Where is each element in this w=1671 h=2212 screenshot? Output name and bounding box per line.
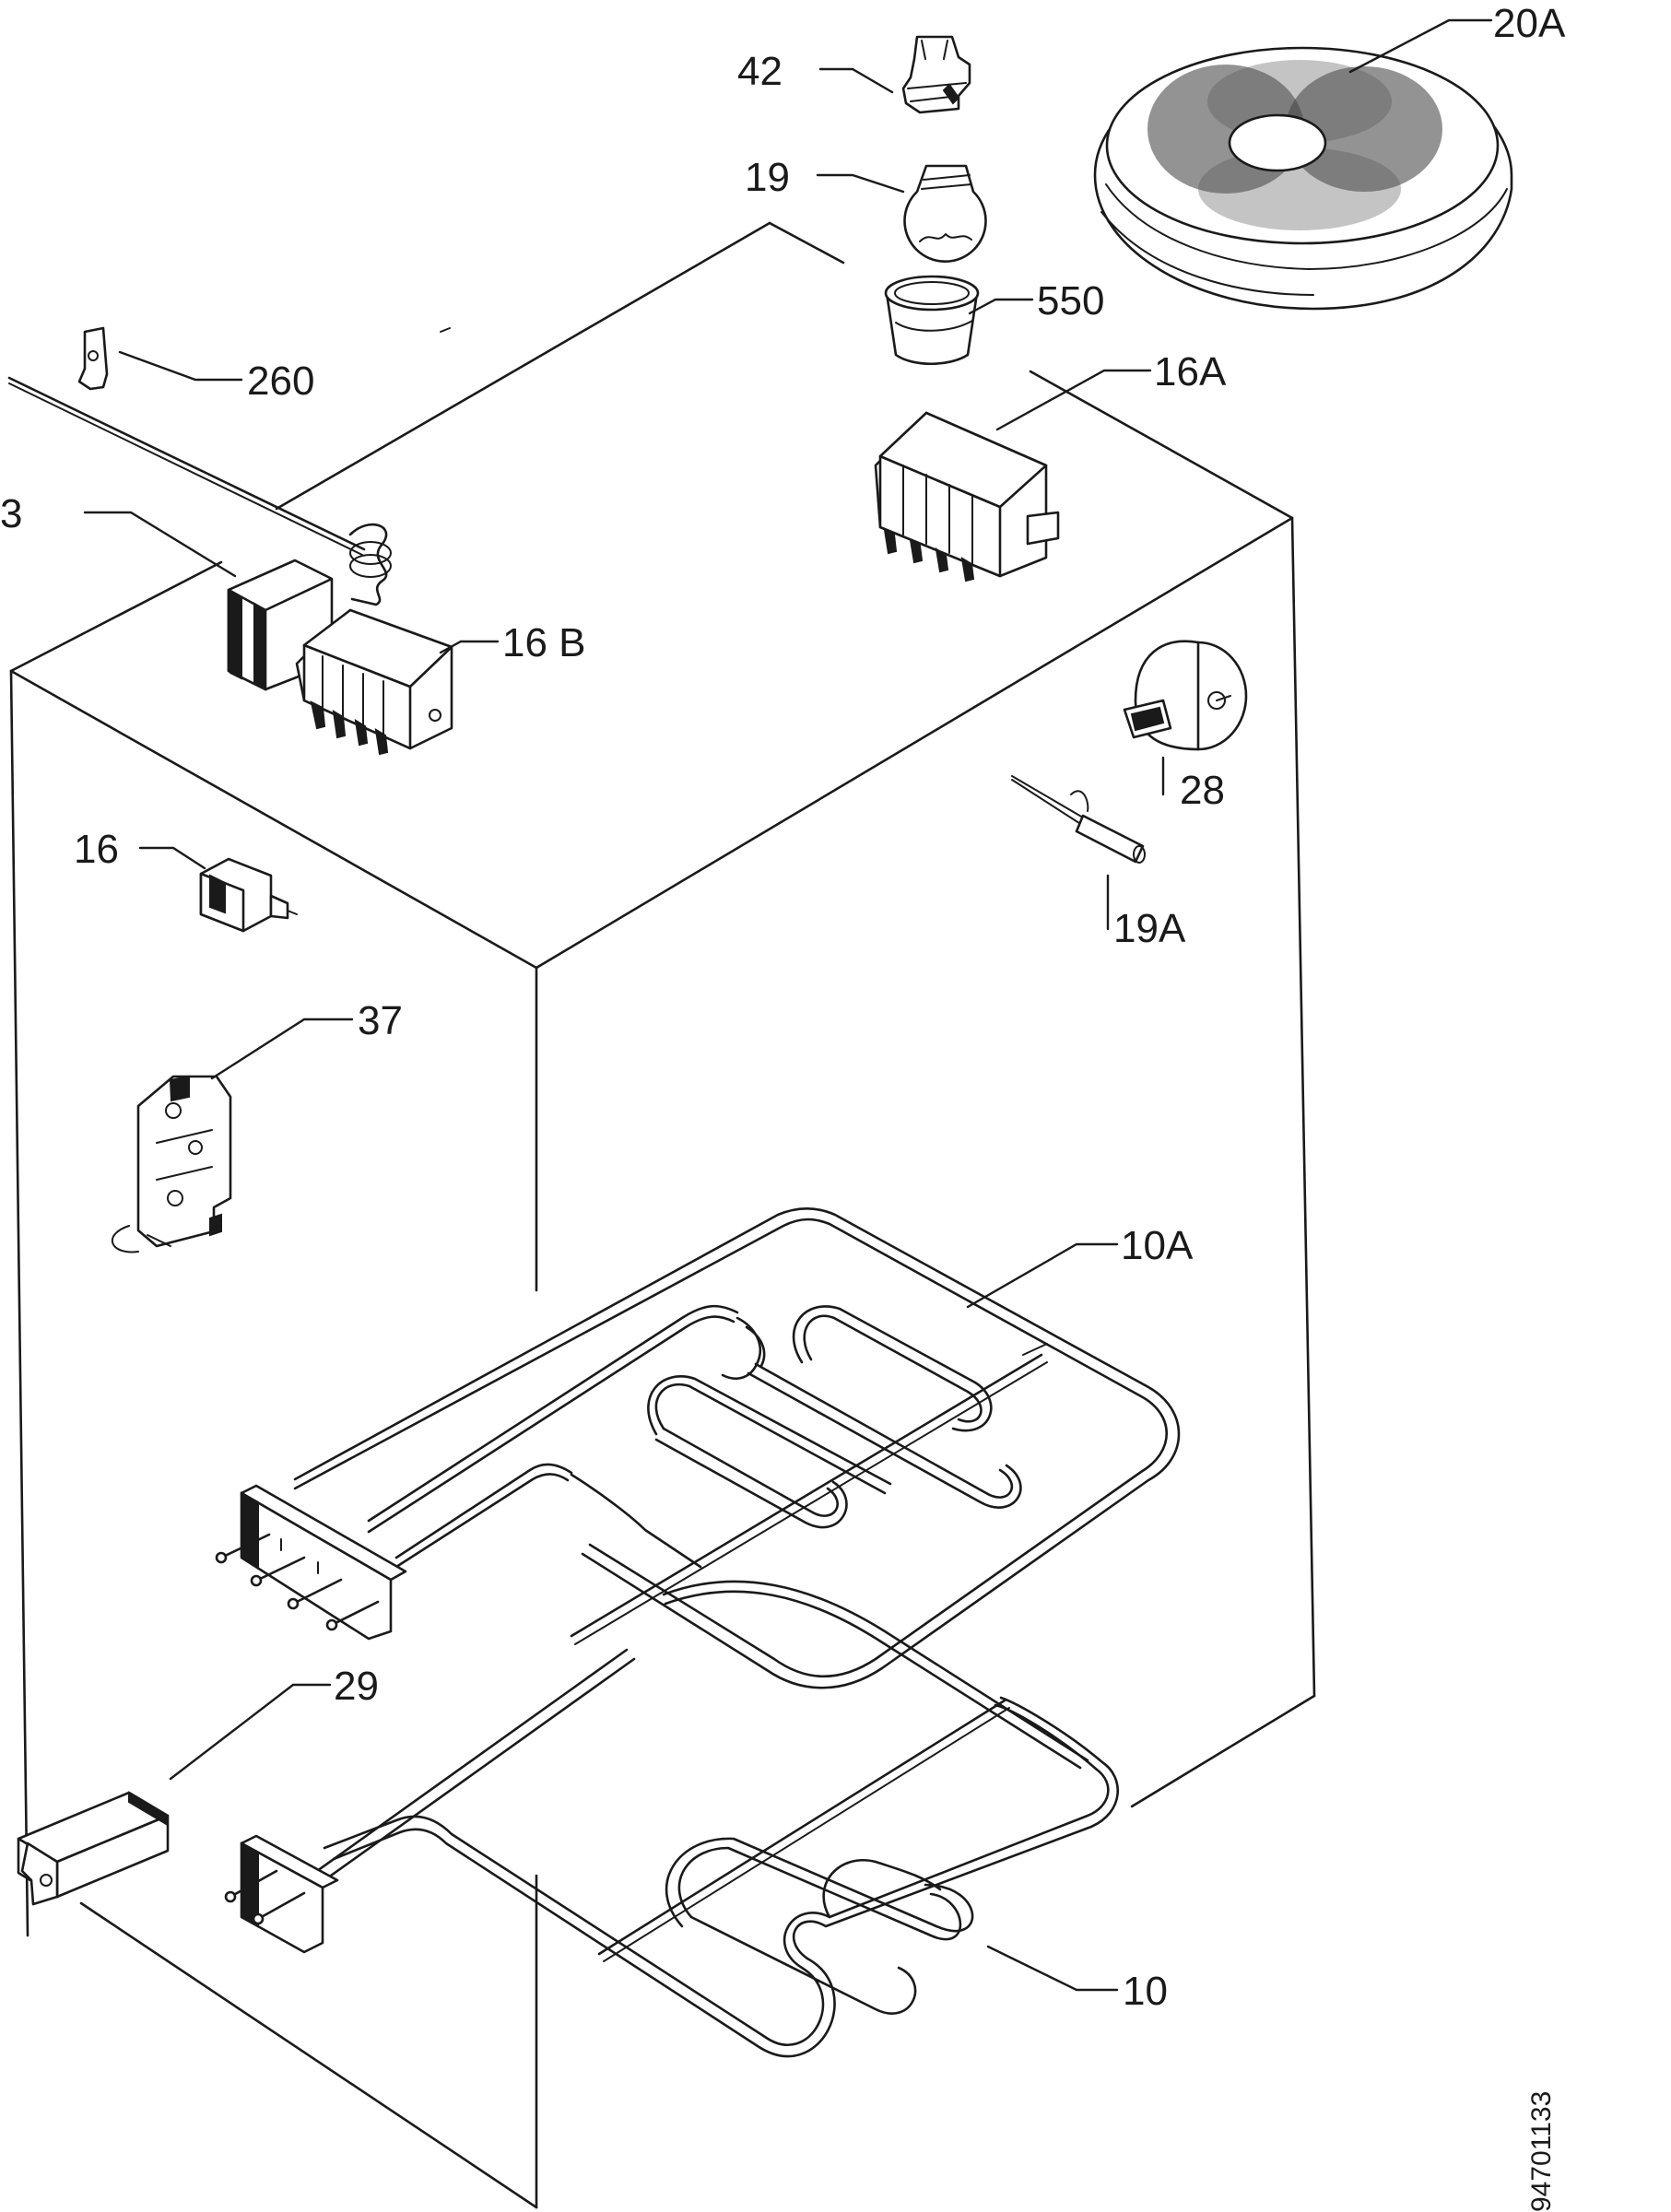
- label-19A: 19A: [1113, 906, 1186, 951]
- lamp-bulb-19: [903, 164, 987, 264]
- label-19: 19: [745, 155, 790, 200]
- label-28: 28: [1180, 768, 1225, 813]
- hotplate-20A: [1093, 46, 1513, 311]
- label-42: 42: [737, 49, 783, 94]
- label-10A: 10A: [1121, 1223, 1194, 1268]
- label-3: 3: [0, 491, 22, 536]
- label-37: 37: [358, 998, 403, 1043]
- label-260: 260: [247, 359, 314, 404]
- leader-lines: [83, 18, 1493, 1992]
- sensor-19A: [1011, 775, 1146, 864]
- label-10: 10: [1123, 1969, 1168, 2014]
- part-labels: 42 20A 19 550 260 16A 3 16 B 28 16 19A 3…: [0, 1, 1566, 2014]
- label-20A: 20A: [1493, 1, 1566, 46]
- terminal-block-29: [17, 1791, 170, 1906]
- label-16A: 16A: [1154, 349, 1227, 394]
- label-550: 550: [1037, 278, 1104, 324]
- switch-16B: [295, 608, 453, 756]
- thermostat-capillary: [7, 376, 392, 606]
- label-16B: 16 B: [502, 620, 586, 665]
- bottom-element-10: [224, 1580, 1120, 2058]
- clip-260: [77, 326, 109, 391]
- oven-cabinet-outline: [9, 221, 1316, 2209]
- switch-16A: [874, 411, 1060, 582]
- motor-28: [1123, 640, 1248, 751]
- push-switch-16: [199, 857, 298, 933]
- document-id: 94701133: [1526, 2091, 1557, 2212]
- label-16: 16: [74, 827, 119, 872]
- grill-element-10A: [215, 1206, 1181, 1689]
- label-29: 29: [334, 1664, 379, 1709]
- lamp-cover-42: [901, 35, 971, 114]
- bracket-37: [111, 1075, 232, 1253]
- lamp-glass-550: [884, 275, 980, 366]
